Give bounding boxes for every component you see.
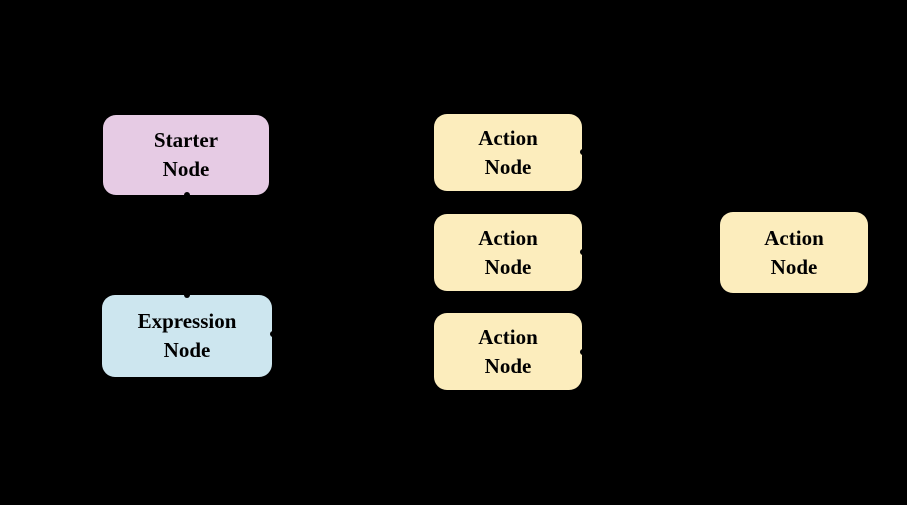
action-node-1[interactable]: Action Node xyxy=(434,114,582,191)
action-node-4-label: Action Node xyxy=(764,225,824,279)
connection-handle-expression-right[interactable] xyxy=(270,331,276,337)
action-node-4[interactable]: Action Node xyxy=(720,212,868,293)
action-node-1-label: Action Node xyxy=(478,125,538,179)
connection-handle-expression-top[interactable] xyxy=(184,292,190,298)
expression-node-label: Expression Node xyxy=(137,309,237,362)
action-node-3-label: Action Node xyxy=(478,324,538,378)
starter-node-label: Starter Node xyxy=(153,128,219,181)
action-node-2[interactable]: Action Node xyxy=(434,214,582,291)
expression-node[interactable]: Expression Node xyxy=(102,295,272,377)
action-node-3[interactable]: Action Node xyxy=(434,313,582,390)
connection-handle-action-2-right[interactable] xyxy=(580,249,586,255)
starter-node[interactable]: Starter Node xyxy=(103,115,269,195)
connection-handle-action-1-right[interactable] xyxy=(580,149,586,155)
connection-handle-starter-bottom[interactable] xyxy=(184,192,190,198)
connection-handle-action-3-right[interactable] xyxy=(580,349,586,355)
action-node-2-label: Action Node xyxy=(478,225,538,279)
